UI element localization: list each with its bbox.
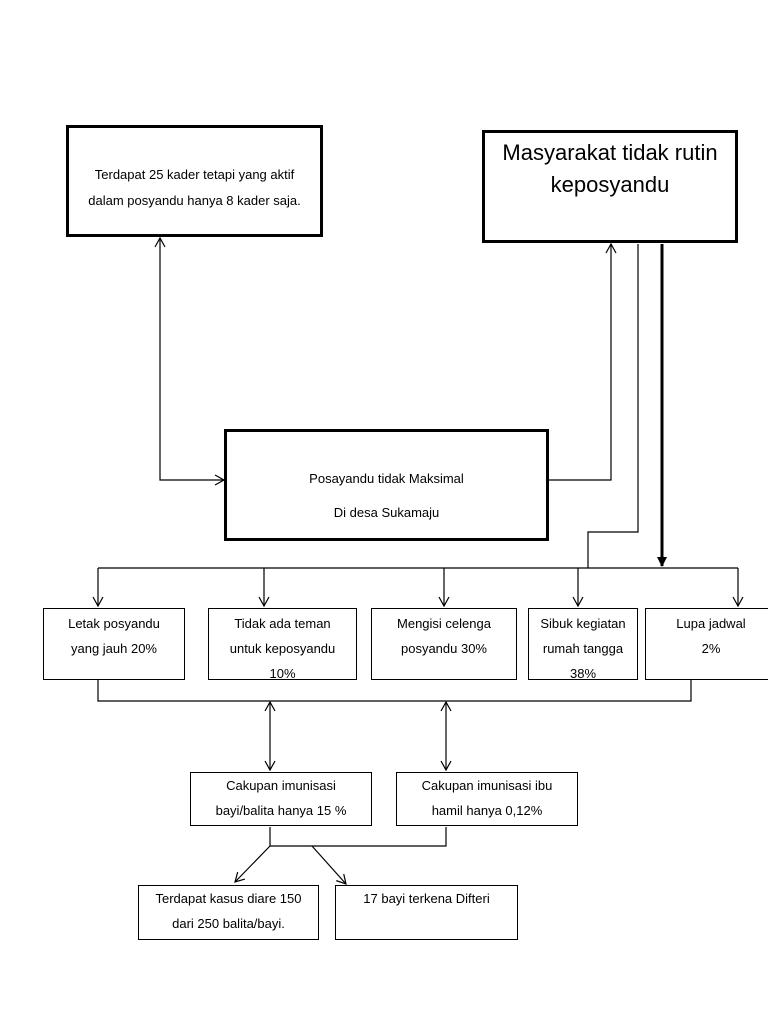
- node-cakupan-imunisasi-bayi: Cakupan imunisasi bayi/balita hanya 15 %: [190, 772, 372, 826]
- edge-imunisasi-fork: [269, 827, 447, 847]
- node-text-line: Tidak ada teman: [234, 616, 331, 631]
- node-text-line: rumah tangga: [542, 641, 624, 656]
- node-text-line: Terdapat kasus diare 150: [155, 891, 302, 906]
- edge-posyandu-masyarakat: [549, 242, 617, 481]
- node-text-line: dalam posyandu hanya 8 kader saja.: [88, 193, 301, 208]
- node-text-line: Cakupan imunisasi ibu: [421, 778, 553, 793]
- node-text-line: 38%: [569, 666, 597, 680]
- node-tidak-ada-teman: Tidak ada teman untuk keposyandu 10%: [208, 608, 357, 680]
- node-text-line: Lupa jadwal: [676, 616, 746, 631]
- node-text-line: untuk keposyandu: [229, 641, 336, 656]
- node-text-line: 2%: [701, 641, 721, 656]
- node-posyandu-tidak-maksimal: Posayandu tidak Maksimal Di desa Sukamaj…: [224, 429, 549, 541]
- collection-bar: [97, 680, 692, 702]
- arrow-to-difteri: [311, 845, 347, 885]
- node-text-line: yang jauh 20%: [70, 641, 157, 656]
- node-text-line: posyandu 30%: [400, 641, 487, 656]
- node-text-line: Terdapat 25 kader tetapi yang aktif: [94, 167, 295, 182]
- node-text-line: Sibuk kegiatan: [540, 616, 626, 631]
- node-text-line: Posayandu tidak Maksimal: [309, 471, 464, 486]
- node-kasus-diare: Terdapat kasus diare 150 dari 250 balita…: [138, 885, 319, 940]
- node-text-line: Cakupan imunisasi: [226, 778, 336, 793]
- node-letak-posyandu: Letak posyandu yang jauh 20%: [43, 608, 185, 680]
- node-text-line: 10%: [269, 666, 296, 680]
- node-bayi-difteri: 17 bayi terkena Difteri: [335, 885, 518, 940]
- node-text-line: Masyarakat tidak rutin: [502, 140, 718, 165]
- node-text-line: Di desa Sukamaju: [333, 505, 440, 520]
- node-text-line: Letak posyandu: [68, 616, 160, 631]
- node-text-line: Mengisi celenga: [397, 616, 491, 631]
- node-masyarakat-tidak-rutin: Masyarakat tidak rutin keposyandu: [482, 130, 738, 243]
- node-lupa-jadwal: Lupa jadwal 2%: [645, 608, 768, 680]
- node-cakupan-imunisasi-ibu: Cakupan imunisasi ibu hamil hanya 0,12%: [396, 772, 578, 826]
- node-kader-aktif: Terdapat 25 kader tetapi yang aktif dala…: [66, 125, 323, 237]
- node-text-line: bayi/balita hanya 15 %: [215, 803, 347, 818]
- edge-masyarakat-connector: [587, 244, 639, 568]
- node-text-line: keposyandu: [550, 172, 670, 197]
- edge-kader-posyandu: [154, 236, 226, 486]
- node-text-line: hamil hanya 0,12%: [431, 803, 543, 818]
- node-mengisi-celengan: Mengisi celenga posyandu 30%: [371, 608, 517, 680]
- node-text-line: dari 250 balita/bayi.: [172, 916, 285, 931]
- node-sibuk-kegiatan: Sibuk kegiatan rumah tangga 38%: [528, 608, 638, 680]
- node-text-line: 17 bayi terkena Difteri: [363, 891, 490, 906]
- arrow-to-diare: [234, 845, 271, 883]
